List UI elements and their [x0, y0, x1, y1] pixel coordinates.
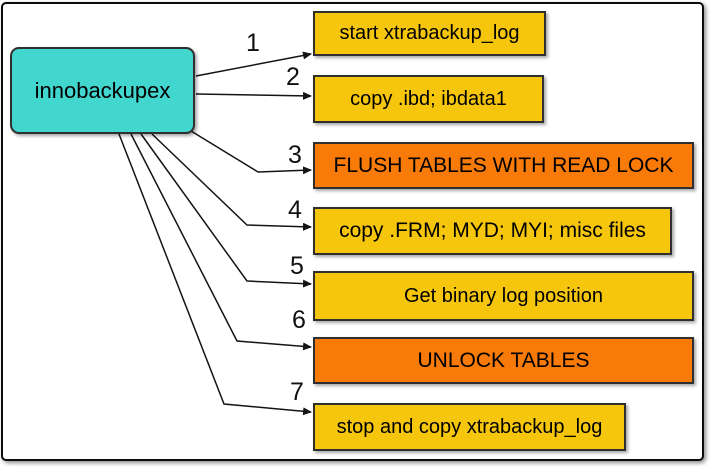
- arrow-2: [195, 91, 312, 100]
- step-box-6: UNLOCK TABLES: [313, 337, 694, 384]
- source-box: innobackupex: [10, 47, 195, 134]
- step-box-1: start xtrabackup_log: [313, 11, 546, 56]
- arrow-6: [130, 133, 312, 351]
- step-box-4: copy .FRM; MYD; MYI; misc files: [313, 207, 672, 255]
- step-number-1: 1: [246, 29, 260, 57]
- step-number-5: 5: [290, 252, 304, 280]
- step-box-2-label: copy .ibd; ibdata1: [350, 87, 507, 110]
- step-box-5-label: Get binary log position: [403, 284, 603, 307]
- step-number-6: 6: [292, 306, 306, 334]
- step-number-3: 3: [288, 141, 302, 169]
- arrow-4: [151, 133, 312, 231]
- step-box-1-label: start xtrabackup_log: [339, 22, 520, 44]
- step-box-4-label: copy .FRM; MYD; MYI; misc files: [339, 219, 646, 242]
- step-number-2: 2: [286, 63, 300, 91]
- arrow-5: [140, 133, 312, 288]
- step-box-7: stop and copy xtrabackup_log: [313, 403, 626, 451]
- step-number-7: 7: [290, 378, 304, 406]
- arrow-3: [190, 130, 312, 175]
- step-box-6-label: UNLOCK TABLES: [417, 348, 590, 372]
- source-label: innobackupex: [34, 77, 171, 103]
- step-box-5: Get binary log position: [313, 271, 694, 321]
- arrow-1: [195, 51, 312, 77]
- arrow-7: [118, 133, 312, 416]
- step-box-2: copy .ibd; ibdata1: [313, 75, 544, 123]
- step-number-4: 4: [288, 196, 302, 224]
- step-box-7-label: stop and copy xtrabackup_log: [336, 415, 603, 438]
- step-box-3: FLUSH TABLES WITH READ LOCK: [313, 142, 694, 189]
- step-box-3-label: FLUSH TABLES WITH READ LOCK: [333, 153, 674, 177]
